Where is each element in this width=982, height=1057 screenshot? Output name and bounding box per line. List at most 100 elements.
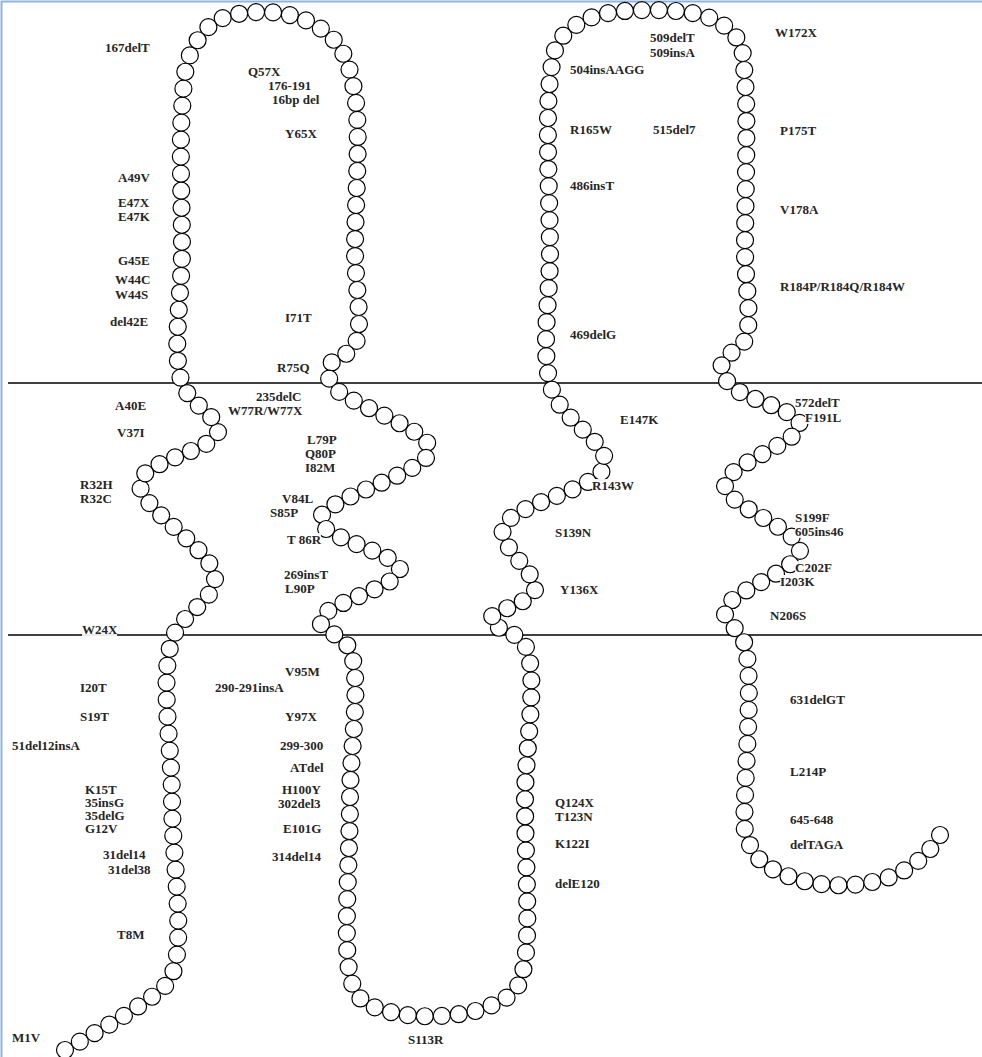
residue-circle	[539, 297, 556, 314]
mutation-label: K15T	[85, 783, 117, 796]
residue-circle	[736, 803, 753, 820]
residue-circle	[517, 774, 534, 791]
mutation-label: V178A	[780, 203, 818, 216]
mutation-label: N206S	[770, 609, 806, 622]
residue-circle	[169, 335, 186, 352]
residue-circle	[540, 178, 557, 195]
residue-circle	[160, 725, 177, 742]
mutation-label: K122I	[555, 837, 590, 850]
residue-circle	[540, 365, 557, 382]
mutation-label: A40E	[115, 399, 146, 412]
residue-circle	[349, 282, 366, 299]
residue-circle	[339, 942, 356, 959]
residue-circle	[173, 233, 190, 250]
residue-circle	[170, 929, 187, 946]
residue-circle	[633, 2, 650, 19]
residue-circle	[737, 215, 754, 232]
residue-circle	[533, 494, 550, 511]
mutation-label: L214P	[790, 765, 826, 778]
residue-circle	[739, 283, 756, 300]
residue-circle	[173, 199, 190, 216]
residue-circle	[593, 463, 610, 480]
mutation-label: E47X	[118, 196, 149, 209]
residue-circle	[345, 392, 362, 409]
mutation-label: 35insG	[85, 796, 124, 809]
residue-circle	[541, 263, 558, 280]
residue-circle	[170, 301, 187, 318]
residue-circle	[347, 265, 364, 282]
residue-circle	[769, 437, 786, 454]
mutation-label: S139N	[555, 526, 591, 539]
residue-circle	[348, 94, 365, 111]
residue-circle	[344, 737, 361, 754]
residue-circle	[521, 723, 538, 740]
residue-circle	[340, 959, 357, 976]
residue-circle	[739, 735, 756, 752]
residue-circle	[539, 109, 556, 126]
residue-circle	[171, 284, 188, 301]
residue-circle	[101, 1016, 118, 1033]
mutation-label: R75Q	[277, 361, 310, 374]
residue-circle	[738, 164, 755, 181]
mutation-label: 509insA	[650, 46, 695, 59]
residue-circle	[340, 840, 357, 857]
residue-circle	[540, 144, 557, 161]
residue-circle	[764, 861, 781, 878]
residue-circle	[161, 640, 178, 657]
mutation-label: E147K	[620, 413, 658, 426]
residue-circle	[543, 59, 560, 76]
residue-circle	[323, 354, 340, 371]
residue-circle	[342, 771, 359, 788]
residue-circle	[348, 179, 365, 196]
mutation-label: L90P	[285, 582, 315, 595]
residue-circle	[168, 946, 185, 963]
mutation-label: 176-191	[268, 79, 311, 92]
residue-circle	[518, 757, 535, 774]
residue-circle	[830, 877, 847, 894]
residue-circle	[740, 667, 757, 684]
mutation-label: L79P	[307, 433, 337, 446]
residue-circle	[158, 674, 175, 691]
mutation-label: I71T	[285, 311, 312, 324]
residue-circle	[740, 501, 757, 518]
mutation-label: 572delT	[795, 396, 840, 409]
residue-circle	[339, 891, 356, 908]
residue-circle	[248, 4, 265, 21]
residue-circle	[163, 776, 180, 793]
residue-circle	[172, 369, 189, 386]
residue-circle	[281, 7, 298, 24]
mutation-label: 167delT	[105, 41, 150, 54]
mutation-label: 645-648	[790, 813, 833, 826]
residue-circle	[737, 249, 754, 266]
residue-circle	[168, 878, 185, 895]
residue-circle	[737, 786, 754, 803]
mutation-label: 314del14	[272, 850, 321, 863]
residue-circle	[335, 594, 352, 611]
mutation-label: 235delC	[256, 390, 302, 403]
residue-circle	[167, 861, 184, 878]
mutation-label: R143W	[592, 479, 634, 492]
residue-circle	[339, 637, 356, 654]
mutation-label: E47K	[118, 210, 150, 223]
residue-circle	[600, 5, 617, 22]
residue-circle	[539, 127, 556, 144]
residue-chain	[57, 2, 949, 1057]
residue-circle	[541, 212, 558, 229]
residue-circle	[169, 318, 186, 335]
mutation-label: delE120	[555, 877, 600, 890]
residue-circle	[57, 1042, 74, 1057]
residue-circle	[404, 459, 421, 476]
mutation-label: G45E	[118, 254, 150, 267]
mutation-label: 469delG	[570, 328, 616, 341]
residue-circle	[349, 128, 366, 145]
mutation-label: S113R	[408, 1033, 443, 1046]
residue-circle	[342, 488, 359, 505]
mutation-label: 631delGT	[790, 693, 845, 706]
mutation-label: 302del3	[278, 797, 321, 810]
residue-circle	[364, 542, 381, 559]
residue-circle	[540, 92, 557, 109]
residue-circle	[350, 588, 367, 605]
residue-circle	[161, 742, 178, 759]
residue-circle	[506, 626, 523, 643]
residue-circle	[519, 893, 536, 910]
